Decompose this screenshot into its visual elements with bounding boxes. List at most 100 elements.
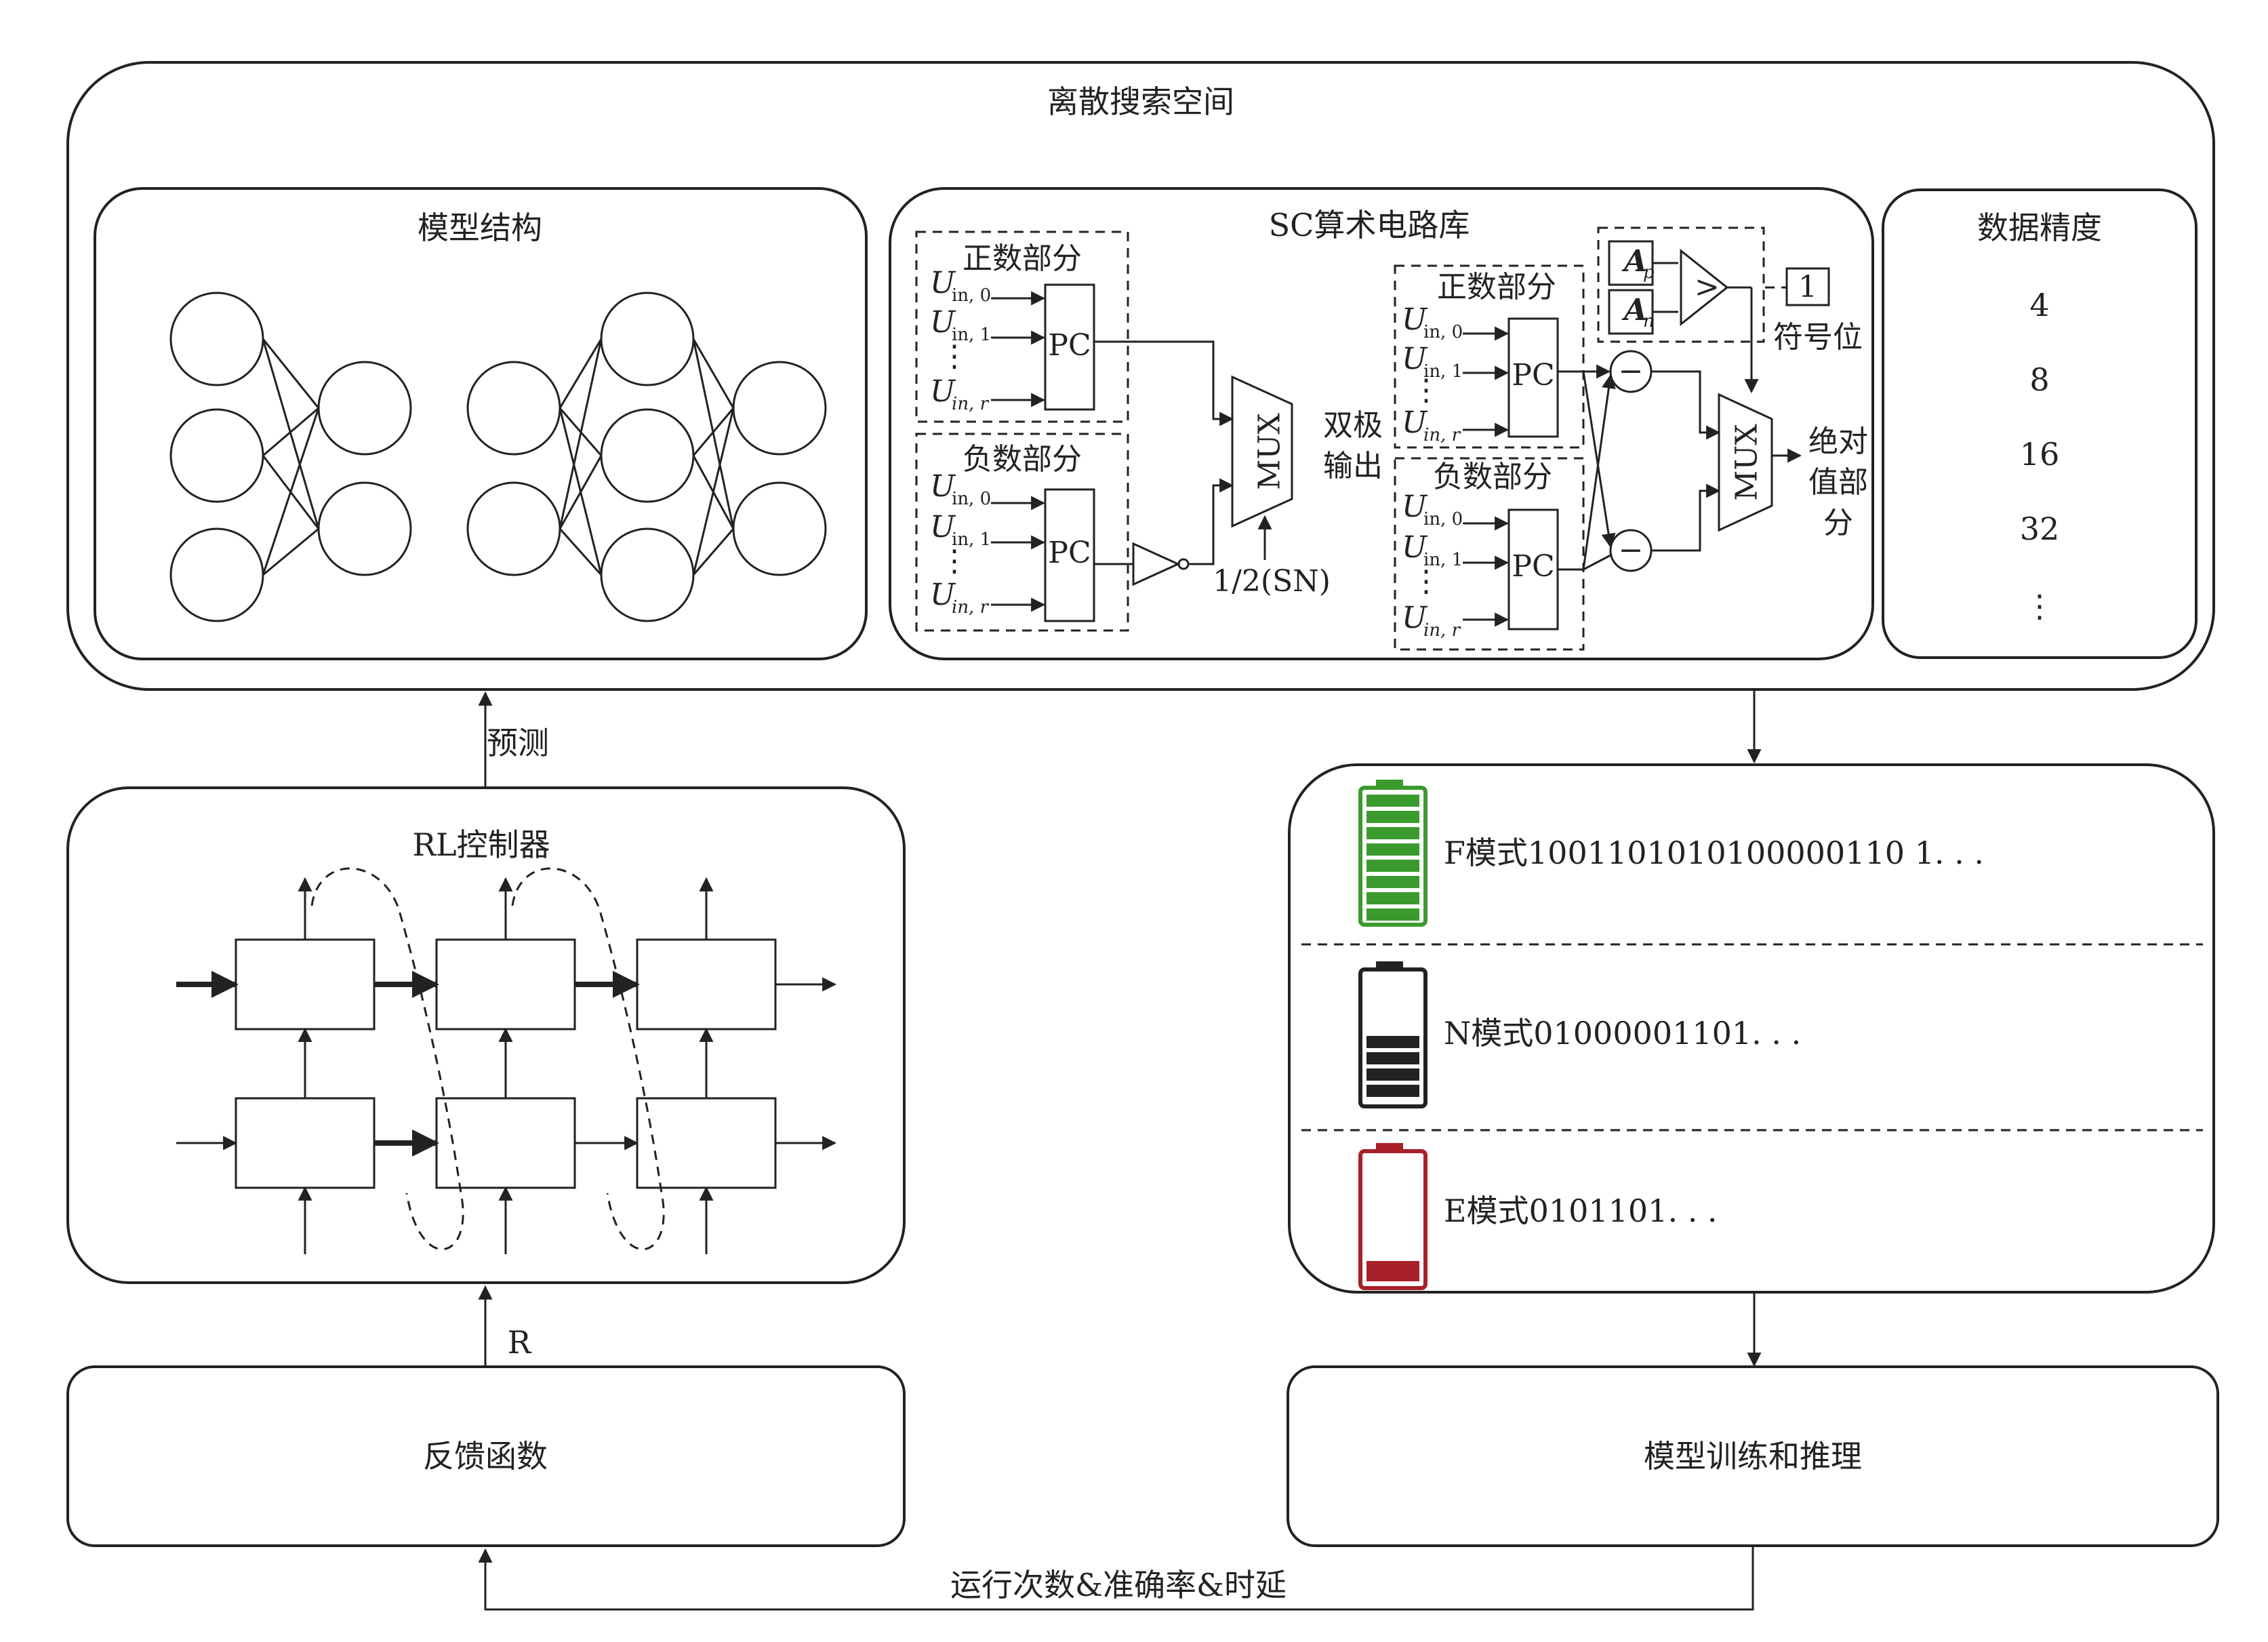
precision-value-32: 32 [2020,510,2060,547]
right-negative-part-label: 负数部分 [1433,460,1552,494]
right-pc-positive [1507,317,1559,438]
e-mode-label: E模式0101101. . . [1444,1193,1718,1229]
svg-text:in, 1: in, 1 [1423,361,1463,382]
rnn-feedback-loops [310,867,665,1250]
svg-text:in, 1: in, 1 [952,325,991,345]
modes-box [1288,763,2215,1294]
bipolar-label-2: 输出 [1323,449,1383,483]
svg-text:in, 1: in, 1 [952,529,991,550]
left-pc-negative [1044,488,1095,622]
right-negative-part-box [1394,457,1585,651]
svg-text:U: U [1402,405,1428,440]
subtractor-bottom-symbol: − [1619,533,1644,567]
svg-text:U: U [930,374,956,409]
sign-bit-label: 符号位 [1773,320,1863,355]
search-space-title: 离散搜索空间 [1047,83,1234,120]
svg-text:in, 0: in, 0 [952,489,991,509]
rnn-arrows [176,877,837,1254]
svg-text:⋮: ⋮ [1411,564,1441,599]
left-negative-part-label: 负数部分 [963,442,1082,477]
comparator-group-box [1597,226,1765,343]
left-mux-label: MUX [1253,413,1287,490]
precision-value-16: 16 [2020,436,2060,473]
f-mode-label: F模式1001101010100000110 1. . . [1444,835,1984,871]
half-sn-label: 1/2(SN) [1213,564,1331,599]
left-pc-positive-label: PC [1048,328,1091,363]
r-label: R [508,1324,532,1361]
comparator-icon [1680,248,1729,327]
feedback-box [66,1365,906,1547]
precision-value-more: ⋮ [2024,588,2055,624]
search-space-box [66,61,2215,691]
svg-text:U: U [1402,489,1428,524]
svg-text:U: U [930,305,956,340]
left-pc-positive [1044,283,1095,411]
comparator-symbol: > [1695,270,1720,304]
an-label: A [1621,293,1647,327]
svg-text:U: U [1402,530,1428,565]
svg-text:in, r: in, r [1423,425,1461,445]
abs-label-3: 分 [1823,506,1853,540]
left-negative-inputs: U in, 0 U in, 1 ⋮ U in, r [930,469,1046,618]
right-negative-inputs: U in, 0 U in, 1 ⋮ U in, r [1402,489,1510,641]
left-negative-part-box [915,433,1129,632]
neural-net-small [169,292,412,622]
training-title: 模型训练和推理 [1644,1438,1862,1475]
sc-library-box [889,187,1874,660]
right-pc-positive-label: PC [1512,358,1554,393]
rl-controller-box [66,786,906,1284]
svg-text:U: U [1402,302,1428,337]
svg-text:⋮: ⋮ [1411,373,1441,407]
battery-full-icon [1358,780,1427,927]
model-structure-title: 模型结构 [418,209,542,246]
inverter-icon [1132,542,1181,586]
sign-bit-one: 1 [1798,270,1817,304]
svg-text:U: U [1402,601,1428,635]
data-precision-box [1882,188,2198,659]
right-positive-inputs: U in, 0 U in, 1 ⋮ U in, r [1402,302,1510,445]
data-precision-title: 数据精度 [1977,209,2102,246]
left-positive-part-label: 正数部分 [963,241,1082,276]
left-positive-part-box [915,231,1129,423]
right-positive-part-box [1394,264,1585,449]
right-positive-part-label: 正数部分 [1437,270,1556,304]
precision-value-4: 4 [2029,287,2049,323]
svg-text:in, r: in, r [952,597,990,618]
svg-text:in, r: in, r [952,394,990,414]
feedback-title: 反馈函数 [423,1438,548,1475]
svg-text:in, 0: in, 0 [952,285,991,306]
model-structure-box [94,187,868,660]
subtractor-top-symbol: − [1619,354,1644,388]
svg-text:in, 1: in, 1 [1423,550,1463,570]
an-sub: n [1643,311,1655,332]
svg-text:U: U [930,510,956,544]
svg-text:in, 0: in, 0 [1423,509,1463,529]
svg-text:in, r: in, r [1423,620,1461,641]
neural-net-large [466,292,827,622]
left-pc-negative-label: PC [1048,536,1091,570]
precision-value-8: 8 [2029,361,2049,398]
battery-medium-icon [1358,961,1427,1108]
abs-label-1: 绝对 [1808,424,1868,459]
bottom-feedback-label: 运行次数&准确率&时延 [950,1567,1287,1603]
ap-label: A [1621,244,1647,279]
abs-label-2: 值部 [1808,465,1868,500]
svg-text:in, 0: in, 0 [1423,322,1463,342]
left-positive-inputs: U in, 0 U in, 1 ⋮ U in, r [930,266,1046,414]
sc-library-title: SC算术电路库 [1269,207,1470,243]
svg-text:⋮: ⋮ [939,544,969,578]
svg-text:U: U [1402,342,1428,376]
ap-sub: p [1643,262,1655,283]
bipolar-label-1: 双极 [1323,408,1383,443]
svg-text:⋮: ⋮ [939,339,969,374]
svg-text:U: U [930,266,956,300]
n-mode-label: N模式01000001101. . . [1444,1015,1801,1052]
svg-text:U: U [930,578,956,612]
right-pc-negative-label: PC [1512,549,1554,584]
left-mux [1231,375,1293,528]
rl-controller-title: RL控制器 [412,826,550,863]
battery-low-icon [1358,1143,1427,1290]
bottom-feedback-arrow [478,1546,1754,1611]
predict-label: 预测 [487,725,549,761]
